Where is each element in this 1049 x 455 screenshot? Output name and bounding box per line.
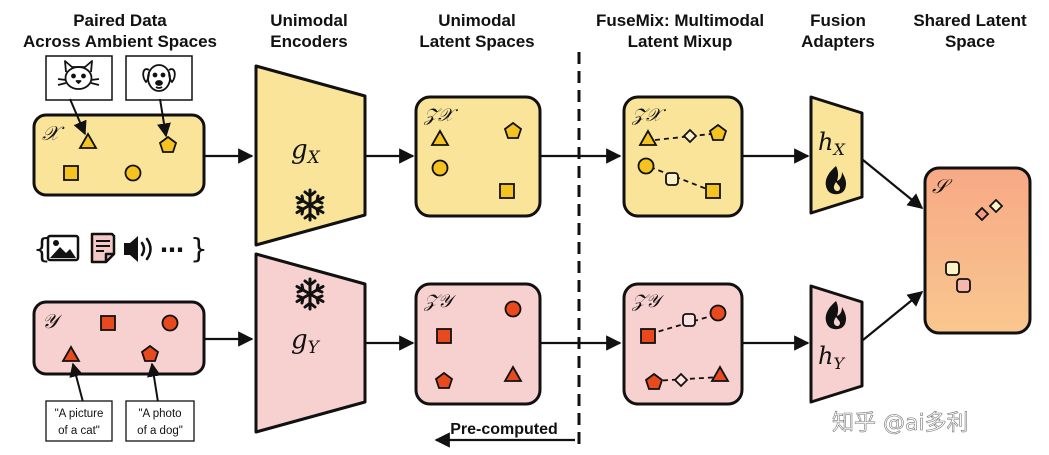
caption-dog-line2: of a dog" [137, 425, 183, 437]
header-latent-spaces-line2: Latent Spaces [419, 32, 534, 51]
yellow-pentagon-shape [708, 123, 728, 141]
yellow-triangle-shape [430, 129, 450, 146]
flame-icon [825, 166, 847, 195]
yellow-pentagon-shape [158, 135, 178, 153]
mixed-rounded-square-shape [665, 172, 679, 186]
header-fusemix-line1: FuseMix: Multimodal [596, 11, 764, 30]
cat-card [45, 55, 113, 101]
caption-cat-line1: "A picture [55, 408, 104, 420]
mixup-line [653, 376, 721, 382]
arrow-adapter-x-to-shared [862, 159, 924, 209]
caption-dog-box: "A photo of a dog" [125, 400, 195, 442]
mixup-line [654, 133, 712, 141]
mixed-diamond-shape [988, 198, 1004, 214]
mixed-rounded-square-shape [945, 261, 960, 276]
fusemix-space-zy-label: 𝒵𝒴 [631, 291, 665, 312]
yellow-circle-shape [431, 159, 449, 177]
fusemix-space-zx-label: 𝒵𝒳 [631, 105, 667, 126]
watermark: 知乎 @ai多利 [832, 411, 969, 436]
latent-space-zx-label: 𝒵𝒳 [423, 105, 459, 126]
speaker-icon [124, 236, 152, 262]
encoder-gx-label: gX [291, 135, 321, 168]
ambient-space-x [32, 113, 206, 197]
dog-icon [142, 64, 176, 92]
dog-card [125, 55, 193, 101]
yellow-circle-shape [637, 157, 655, 175]
yellow-pentagon-shape [503, 121, 523, 139]
red-square-shape [640, 328, 656, 344]
precomputed-label: Pre-computed [450, 421, 558, 438]
yellow-square-shape [499, 183, 515, 199]
red-circle-shape [709, 304, 727, 322]
document-icon [90, 232, 116, 264]
header-paired-data-line1: Paired Data [73, 11, 167, 30]
caption-cat-line2: of a cat" [58, 425, 100, 437]
header-latent-spaces-line1: Unimodal [438, 11, 515, 30]
snowflake-icon [295, 277, 325, 311]
adapter-hx-label: hX [818, 128, 845, 159]
caption-dog-arrow [147, 362, 161, 403]
header-fusion-adapters-line1: Fusion [810, 11, 866, 30]
mixed-diamond-shape [682, 128, 698, 144]
mixup-line [649, 166, 713, 192]
red-triangle-shape [61, 345, 81, 362]
mixed-rounded-square-shape [956, 278, 971, 293]
red-square-shape [100, 315, 116, 331]
snowflake-icon [295, 188, 325, 222]
yellow-square-shape [63, 165, 79, 181]
shared-latent-space [923, 166, 1032, 335]
arrow-adapter-y-to-shared [862, 291, 924, 341]
red-triangle-shape [503, 365, 523, 382]
encoder-gx [254, 64, 367, 247]
mixed-rounded-square-shape [682, 313, 696, 327]
mixed-diamond-shape [974, 206, 990, 222]
dog-to-pentagon-arrow [157, 98, 171, 138]
yellow-triangle-shape [638, 129, 658, 146]
modality-brace-open: { [33, 232, 51, 265]
encoder-gy [254, 252, 367, 434]
encoder-gy-label: gY [291, 325, 321, 358]
mixup-line [649, 313, 719, 335]
modality-more-ellipsis: ⋯ [160, 236, 184, 264]
image-icon [46, 234, 80, 262]
ambient-space-y [32, 300, 206, 376]
header-paired-data-line2: Across Ambient Spaces [23, 32, 217, 51]
cat-to-triangle-arrow [69, 98, 87, 136]
header-fusemix-line2: Latent Mixup [628, 32, 733, 51]
yellow-triangle-shape [78, 132, 98, 149]
yellow-circle-shape [124, 164, 142, 182]
flame-icon [825, 301, 847, 330]
red-triangle-shape [710, 365, 730, 382]
header-fusion-adapters-line2: Adapters [801, 32, 875, 51]
latent-space-zy-label: 𝒵𝒴 [423, 291, 457, 312]
red-circle-shape [161, 314, 179, 332]
modality-brace-close: } [190, 232, 208, 265]
adapter-hy-label: hY [818, 342, 845, 373]
header-encoders-line1: Unimodal [270, 11, 347, 30]
adapter-hx [809, 95, 864, 215]
header-shared-latent-line1: Shared Latent [913, 11, 1027, 30]
header-encoders-line2: Encoders [270, 32, 347, 51]
caption-cat-arrow [69, 362, 84, 403]
mixed-diamond-shape [673, 372, 689, 388]
red-square-shape [436, 328, 452, 344]
caption-cat-box: "A picture of a cat" [45, 400, 113, 442]
yellow-square-shape [705, 183, 721, 199]
cat-icon [57, 60, 100, 90]
header-shared-latent-line2: Space [945, 32, 995, 51]
red-pentagon-shape [434, 371, 454, 389]
red-pentagon-shape [140, 344, 160, 362]
caption-dog-line1: "A photo [138, 408, 181, 420]
red-pentagon-shape [644, 372, 664, 390]
red-circle-shape [504, 300, 522, 318]
adapter-hy [809, 284, 864, 404]
